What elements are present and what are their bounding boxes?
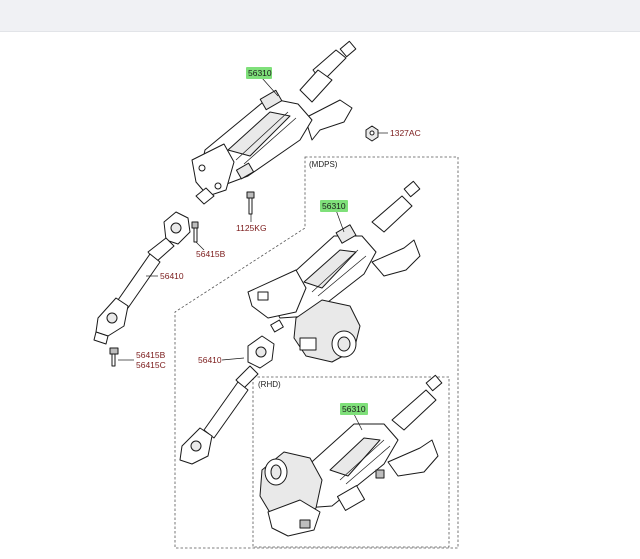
leader-lines [118,77,388,431]
mdps-group-outline [174,156,459,549]
highlight-col-main [246,67,272,79]
top-bar [0,0,640,32]
label-rhd-group: (RHD) [258,380,281,389]
steering-column-main [191,40,357,205]
label-bolt-joint: 56415B [196,249,226,259]
label-col-main: 56310 [248,68,272,78]
label-bolt-lower-a: 56415B [136,350,166,360]
intermediate-shaft-mdps [179,335,275,465]
bolt-56415b-upper [191,221,199,243]
label-bolt-main: 1125KG [236,223,267,233]
label-col-rhd: 56310 [342,404,366,414]
label-nut: 1327AC [390,128,421,138]
highlight-col-rhd [340,403,368,415]
bolt-1125kg [246,191,255,215]
bolt-56415b-lower [109,347,119,367]
label-mdps-group: (MDPS) [309,160,338,169]
rhd-group-outline [252,376,450,548]
steering-column-mdps [247,180,421,363]
nut-1327ac [365,125,379,142]
label-shaft-mdps: 56410 [198,355,222,365]
label-shaft-main: 56410 [160,271,184,281]
highlight-col-mdps [320,200,348,212]
steering-column-rhd [259,374,443,537]
label-bolt-lower-b: 56415C [136,360,166,370]
intermediate-shaft-main [93,211,191,345]
label-col-mdps: 56310 [322,201,346,211]
